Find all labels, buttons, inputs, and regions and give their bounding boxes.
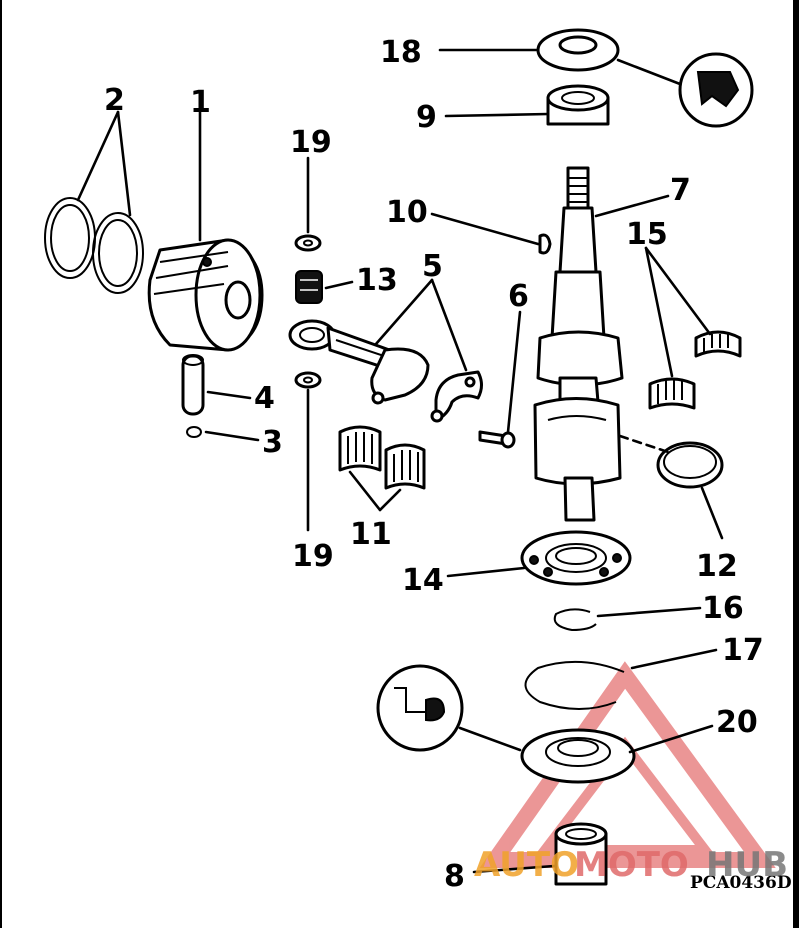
thrust-washer-upper — [294, 234, 322, 252]
lower-bushing — [554, 822, 608, 886]
sleeve-ring — [656, 441, 724, 489]
callout-20: 20 — [716, 705, 758, 740]
callout-18: 18 — [380, 35, 422, 70]
crankshaft — [533, 166, 624, 522]
sealant-icon-lower — [376, 664, 522, 752]
callout-17: 17 — [722, 633, 764, 668]
callout-8: 8 — [444, 859, 465, 894]
rod-bearing-cages — [338, 425, 426, 490]
callout-11: 11 — [350, 517, 392, 552]
callout-5: 5 — [422, 249, 443, 284]
callout-15: 15 — [626, 217, 668, 252]
callout-9: 9 — [416, 100, 437, 135]
callout-13: 13 — [356, 263, 398, 298]
upper-seal — [536, 28, 620, 72]
woodruff-key — [538, 233, 552, 255]
main-bearing-cages — [648, 330, 742, 410]
figure-reference-code: PCA0436D — [690, 873, 792, 893]
callout-7: 7 — [670, 173, 691, 208]
thrust-washer-lower — [294, 371, 322, 389]
watermark-text: AUTO MOTO HUB — [474, 845, 788, 885]
large-snap-ring — [524, 660, 625, 710]
callout-1: 1 — [190, 85, 211, 120]
callout-2: 2 — [104, 83, 125, 118]
callout-10: 10 — [386, 195, 428, 230]
upper-bearing — [546, 84, 610, 126]
lower-seal — [520, 728, 636, 784]
ball-bearing — [520, 530, 632, 586]
wrist-pin — [181, 354, 205, 416]
watermark-auto: AUTO — [474, 845, 579, 885]
callout-labels: 1 2 3 4 5 6 7 8 9 10 11 12 13 14 15 16 1… — [104, 35, 764, 894]
watermark-moto: MOTO — [574, 845, 689, 885]
callout-19-upper: 19 — [290, 125, 332, 160]
callout-14: 14 — [402, 563, 444, 598]
callout-16: 16 — [702, 591, 744, 626]
leader-lines — [76, 48, 724, 874]
piston-rings — [44, 197, 144, 294]
callout-6: 6 — [508, 279, 529, 314]
small-snap-ring — [553, 608, 597, 632]
rod-cap — [430, 370, 483, 423]
callout-3: 3 — [262, 425, 283, 460]
connecting-rod — [288, 319, 430, 405]
callout-4: 4 — [254, 381, 275, 416]
sealant-icon-upper — [616, 52, 754, 128]
callout-12: 12 — [696, 549, 738, 584]
callout-19-lower: 19 — [292, 539, 334, 574]
rod-screw — [478, 430, 516, 449]
retaining-ring — [186, 426, 202, 438]
watermark-hub: HUB — [706, 845, 788, 885]
needle-bearing — [295, 270, 323, 304]
piston — [147, 238, 264, 352]
